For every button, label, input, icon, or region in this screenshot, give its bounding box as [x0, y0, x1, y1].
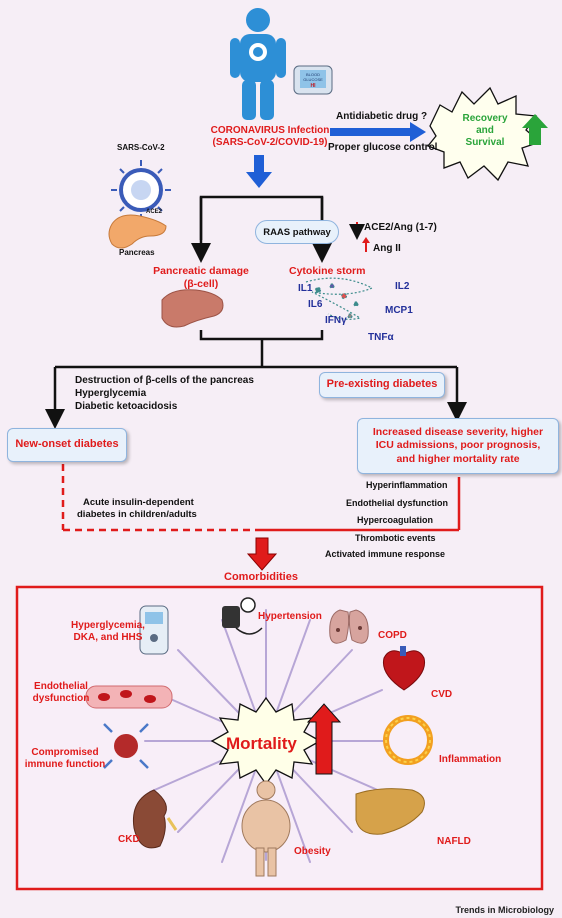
pancreatic-damage-line1: Pancreatic damage [153, 265, 249, 277]
hypertension-label: Hypertension [258, 611, 322, 622]
immune-cell-icon [103, 723, 149, 769]
destruction-line2: Hyperglycemia [75, 388, 147, 399]
copd-label: COPD [378, 630, 407, 641]
infection-line1: CORONAVIRUS Infection [210, 125, 330, 136]
virus-label: SARS-CoV-2 [117, 143, 165, 152]
blood-pressure-icon [222, 597, 263, 635]
liver-icon [355, 788, 425, 835]
antidiabetic-drug-label: Antidiabetic drug ? [336, 111, 428, 122]
immune-line1: Compromised [31, 747, 99, 758]
effect-endothelial: Endothelial dysfunction [346, 498, 449, 508]
red-down-arrow [246, 537, 278, 571]
recovery-line3: Survival [465, 137, 505, 148]
effect-immune-response: Activated immune response [325, 549, 446, 559]
recovery-line2: and [476, 125, 494, 136]
inflammation-label: Inflammation [439, 754, 502, 765]
immune-line2: immune function [24, 759, 106, 770]
glucose-control-label: Proper glucose control [328, 142, 438, 153]
blood-vessel-icon [85, 685, 173, 709]
recovery-line1: Recovery [462, 113, 508, 124]
cytokine-ifn: IFNγ [325, 315, 347, 326]
effect-hyperinflammation: Hyperinflammation [366, 480, 448, 490]
acute-line1: Acute insulin-dependent [83, 497, 194, 508]
hyperglycemia-line2: DKA, and HHS [73, 632, 143, 643]
mortality-label: Mortality [226, 734, 297, 753]
cytokine-tnf: TNFα [368, 332, 394, 343]
raas-pathway-pill: RAAS pathway [255, 220, 339, 244]
cytokine-il6: IL6 [308, 299, 323, 310]
obesity-figure-icon [241, 780, 291, 877]
severity-line1: Increased disease severity, higher [372, 426, 544, 439]
kidney-icon [132, 789, 178, 849]
ace2-receptor-label: ACE2 [146, 209, 163, 215]
human-figure-icon [230, 8, 286, 120]
pancreas-large-icon [161, 289, 224, 328]
inflammation-ring-icon [383, 715, 433, 765]
glucometer-icon: BLOOD GLUCOSE HI [293, 65, 333, 95]
cvd-label: CVD [431, 689, 453, 700]
pancreas-label: Pancreas [119, 248, 155, 257]
glucometer-line2: GLUCOSE [303, 77, 323, 82]
cytokine-mcp1: MCP1 [385, 305, 413, 316]
infection-line2: (SARS-CoV-2/COVID-19) [212, 137, 328, 148]
ckd-label: CKD [118, 834, 140, 845]
glucometer-line3: HI [311, 83, 317, 89]
comorbidities-title: Comorbidities [224, 571, 298, 583]
obesity-label: Obesity [294, 846, 331, 857]
glucometer-line1: BLOOD [306, 72, 320, 77]
new-onset-diabetes-box: New-onset diabetes [7, 428, 127, 462]
cytokine-il2: IL2 [395, 281, 410, 292]
destruction-line3: Diabetic ketoacidosis [75, 401, 178, 412]
cytokine-storm-title: Cytokine storm [289, 265, 366, 277]
journal-footer: Trends in Microbiology [455, 905, 554, 915]
destruction-line1: Destruction of β-cells of the pancreas [75, 375, 254, 386]
pancreatic-damage-line2: (β-cell) [183, 277, 219, 290]
lungs-icon [329, 609, 369, 644]
mortality-up-arrow [306, 703, 342, 775]
green-up-arrow [522, 114, 548, 145]
cytokine-il1: IL1 [298, 283, 313, 294]
preexisting-diabetes-box: Pre-existing diabetes [319, 372, 445, 398]
ace2-ang-label: ACE2/Ang (1-7) [364, 222, 437, 233]
virus-icon [111, 160, 171, 220]
hyperglycemia-line1: Hyperglycemia, [71, 620, 145, 631]
ang2-label: Ang II [373, 243, 401, 254]
severity-line2: ICU admissions, poor prognosis, [375, 439, 541, 452]
acute-line2: diabetes in children/adults [77, 509, 197, 521]
glucometer-small-icon [139, 605, 169, 655]
effect-thrombotic: Thrombotic events [355, 533, 436, 543]
nafld-label: NAFLD [437, 836, 471, 847]
recovery-arrow [330, 122, 426, 142]
endothelial-line1: Endothelial [34, 681, 88, 692]
blue-down-arrow [246, 155, 272, 188]
severity-line3: and higher mortality rate [396, 452, 520, 465]
heart-icon [382, 646, 426, 691]
pancreas-icon [108, 214, 167, 249]
endothelial-line2: dysfunction [32, 693, 90, 704]
severity-box: Increased disease severity, higher ICU a… [357, 418, 559, 474]
effect-hypercoagulation: Hypercoagulation [357, 515, 434, 525]
cytokine-swirl-icon [305, 277, 374, 320]
